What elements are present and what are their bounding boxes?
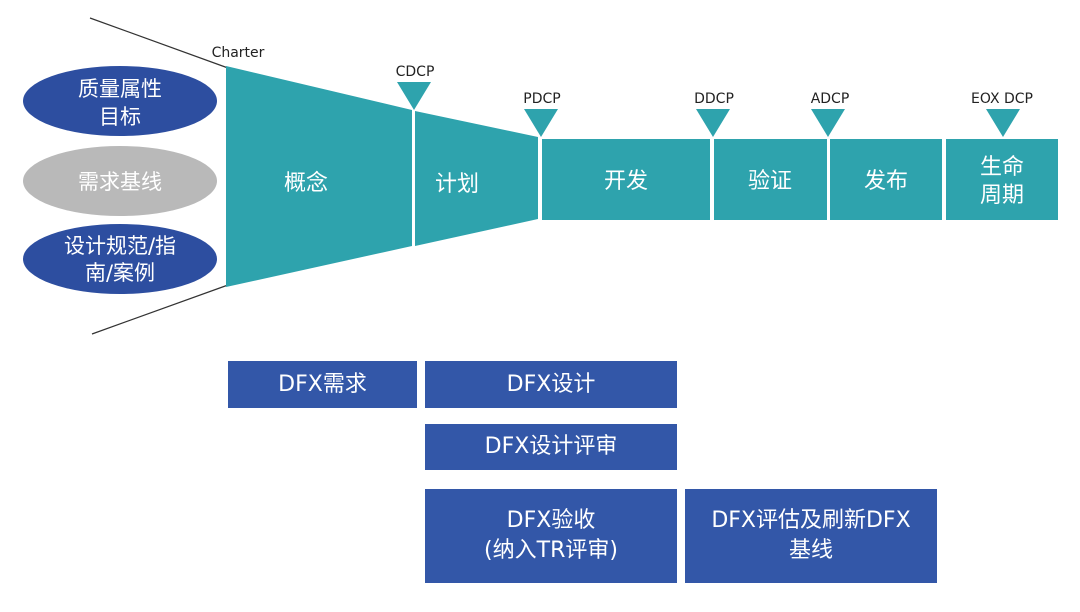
activity-dfx-evaluation: DFX评估及刷新DFX 基线: [685, 489, 937, 583]
input-design-spec-line2: 南/案例: [85, 261, 155, 285]
phase-concept-shape: [226, 66, 412, 287]
phase-lifecycle-line2: 周期: [980, 183, 1024, 208]
phase-verify-shape: [714, 139, 827, 220]
activity-dfx-requirement: DFX需求: [228, 361, 417, 408]
input-quality-attribute-line2: 目标: [99, 105, 141, 129]
milestone-eox-dcp-marker: [986, 109, 1020, 137]
input-requirement-baseline-label: 需求基线: [78, 170, 162, 194]
milestone-cdcp-label: CDCP: [396, 64, 435, 80]
milestone-ddcp-marker: [696, 109, 730, 137]
input-requirement-baseline: 需求基线: [23, 146, 217, 216]
input-design-spec-line1: 设计规范/指: [64, 234, 176, 258]
milestone-pdcp-label: PDCP: [523, 91, 560, 107]
activity-dfx-acceptance-line2: (纳入TR评审): [484, 538, 618, 563]
phase-lifecycle-shape: [946, 139, 1058, 220]
phase-concept-label: 概念: [284, 171, 328, 196]
activity-dfx-requirement-label: DFX需求: [278, 371, 367, 397]
activity-dfx-design-review-label: DFX设计评审: [484, 434, 618, 459]
phase-plan-shape: [415, 111, 538, 246]
milestone-eox-dcp-label: EOX DCP: [971, 91, 1033, 107]
phase-release-shape: [830, 139, 942, 220]
milestone-adcp-label: ADCP: [811, 91, 850, 107]
milestone-adcp-marker: [811, 109, 845, 137]
activity-dfx-design: DFX设计: [425, 361, 677, 408]
input-quality-attribute: 质量属性 目标: [23, 66, 217, 136]
activity-dfx-design-review: DFX设计评审: [425, 424, 677, 470]
input-quality-attribute-line1: 质量属性: [78, 77, 162, 101]
milestone-ddcp-label: DDCP: [694, 91, 734, 107]
activity-dfx-acceptance: DFX验收 (纳入TR评审): [425, 489, 677, 583]
activity-dfx-evaluation-line1: DFX评估及刷新DFX: [711, 508, 911, 533]
milestone-charter-label: Charter: [212, 45, 265, 61]
phase-lifecycle-line1: 生命: [980, 155, 1024, 180]
activity-dfx-design-label: DFX设计: [506, 371, 596, 397]
phase-plan-label: 计划: [435, 172, 479, 197]
phase-develop-label: 开发: [604, 169, 648, 194]
phase-verify-label: 验证: [748, 169, 792, 194]
input-design-spec: 设计规范/指 南/案例: [23, 224, 217, 294]
phase-release-label: 发布: [864, 169, 908, 194]
phase-develop-shape: [542, 139, 710, 220]
funnel-line-bottom: [91, 284, 229, 335]
activity-dfx-evaluation-line2: 基线: [788, 538, 833, 563]
milestone-pdcp-marker: [524, 109, 558, 137]
milestone-cdcp-marker: [397, 82, 431, 110]
activity-dfx-acceptance-line1: DFX验收: [506, 508, 596, 533]
funnel-line-top: [89, 17, 229, 69]
